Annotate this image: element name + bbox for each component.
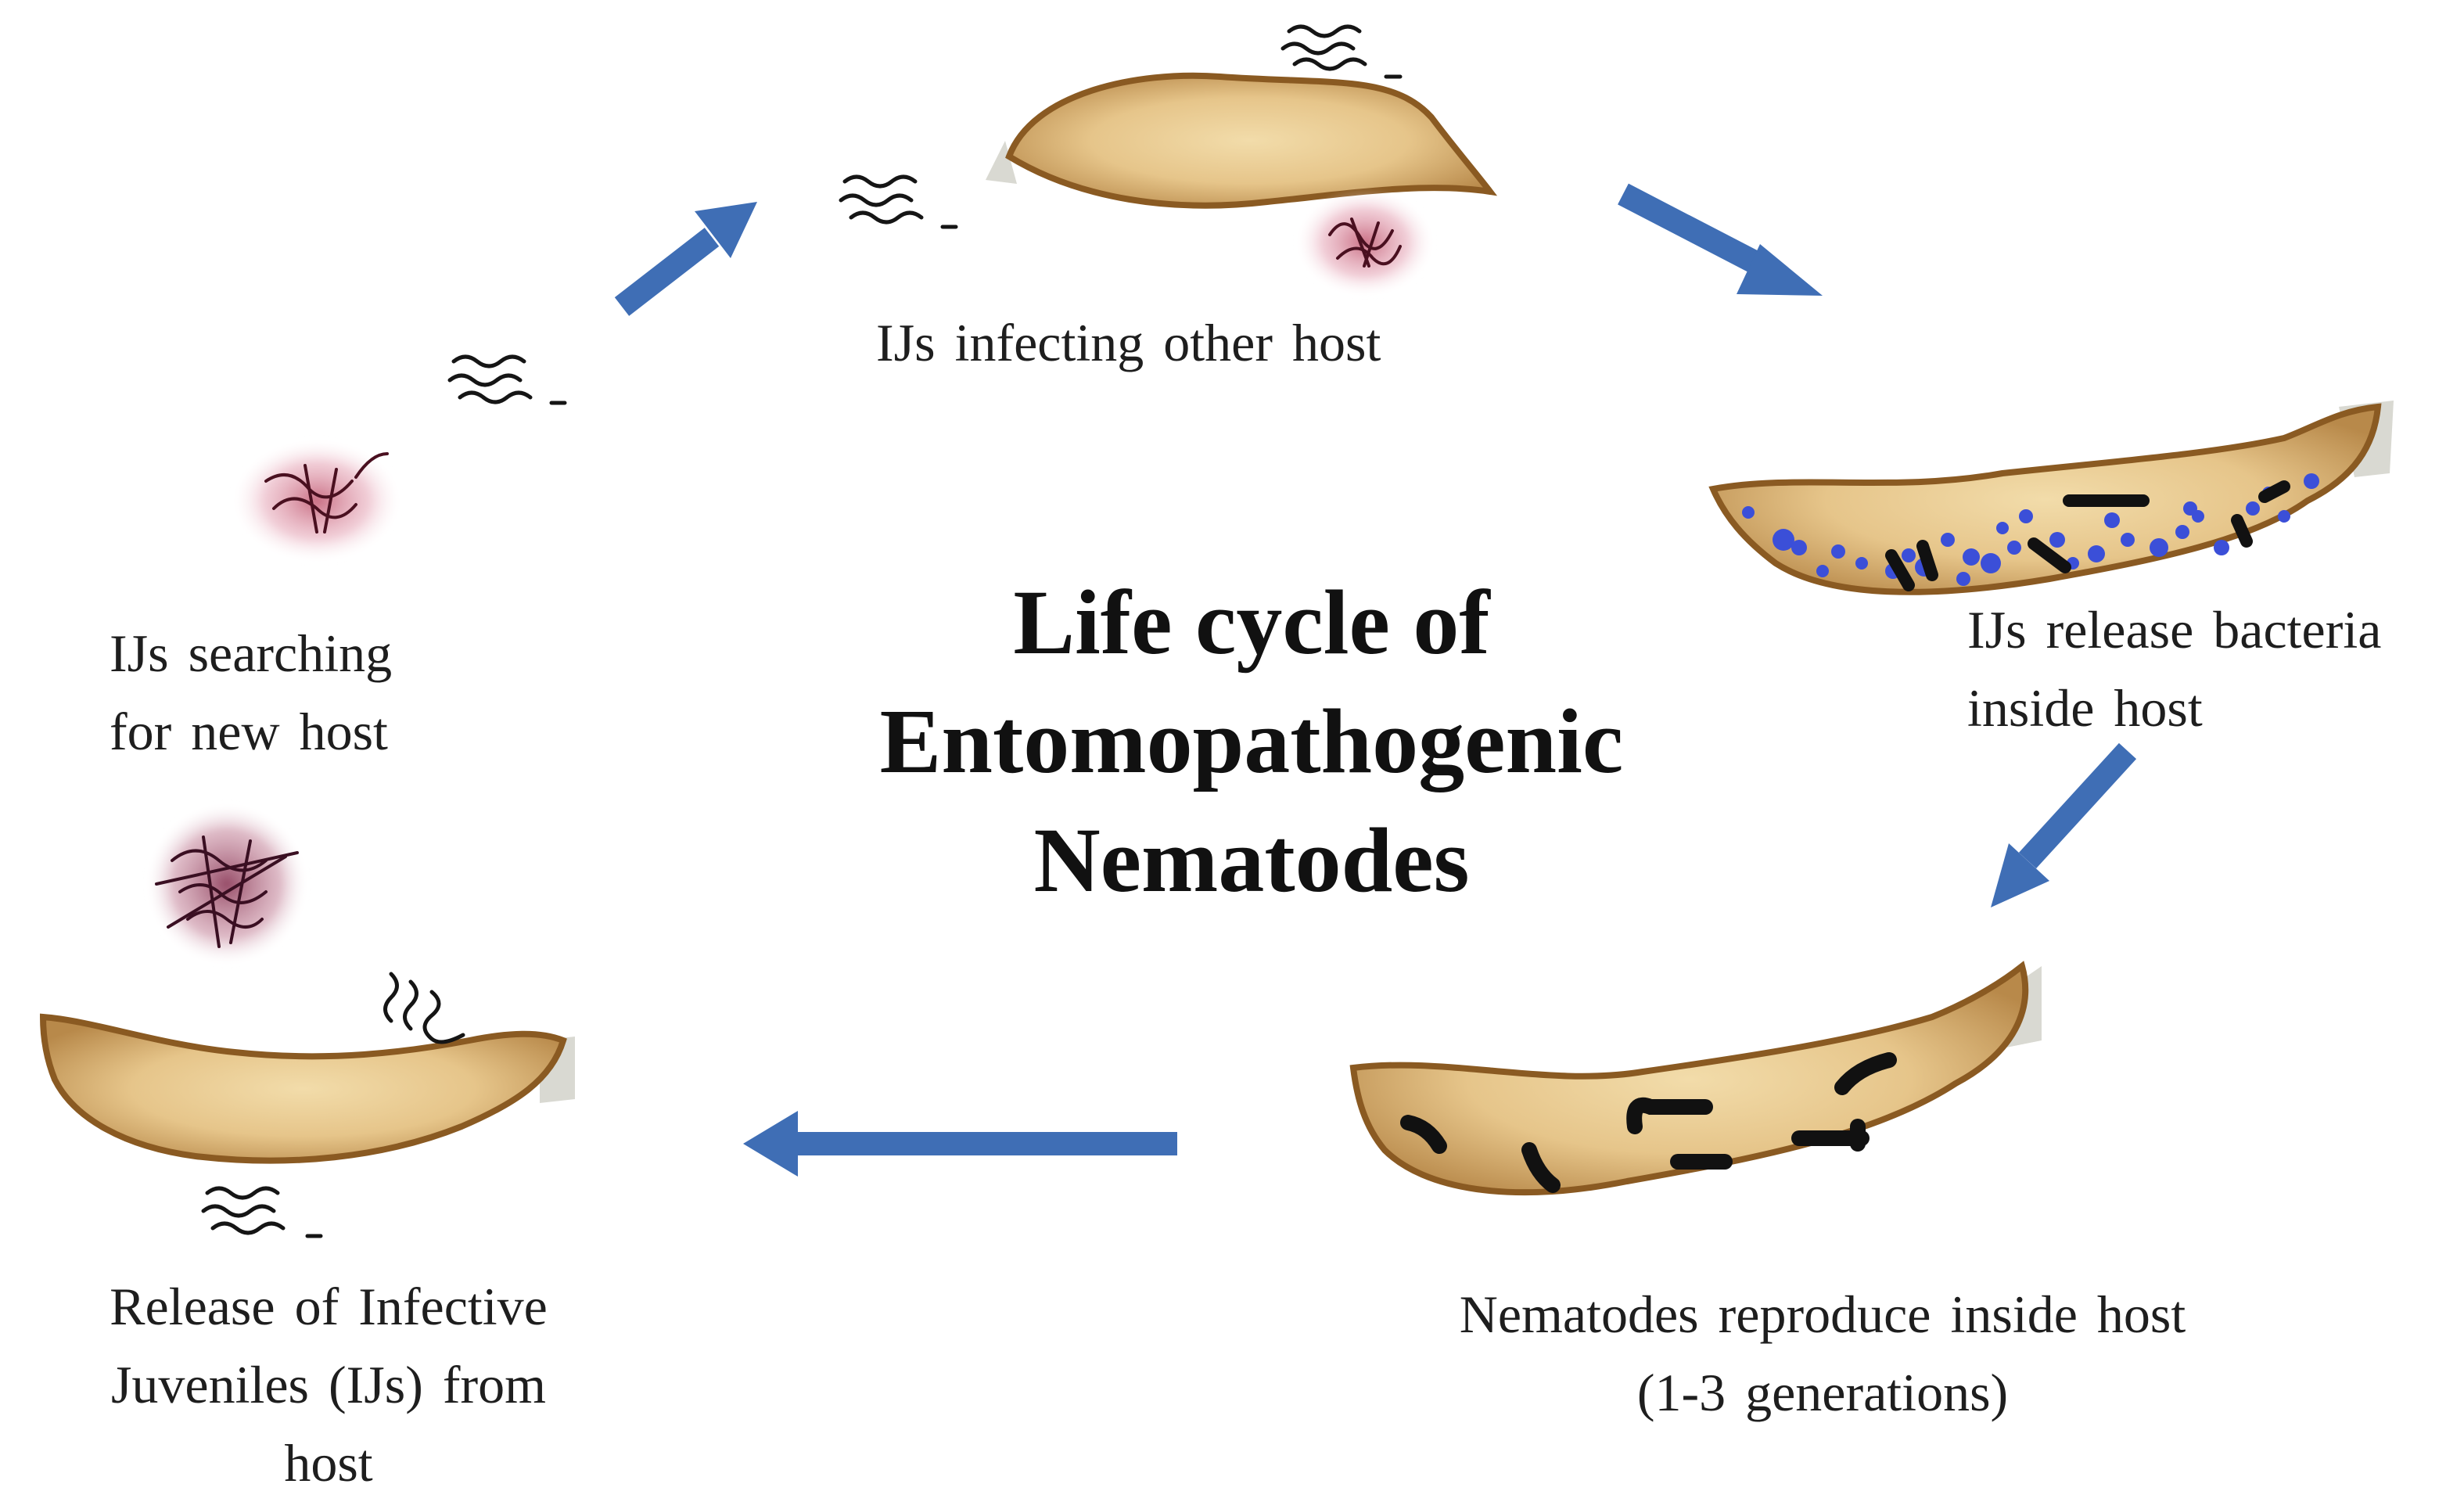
infection-spot-searching xyxy=(231,438,403,563)
larva-body xyxy=(1349,961,2029,1196)
bacteria-dot xyxy=(2049,532,2065,548)
arrow-searching-to-infecting xyxy=(614,202,757,316)
label-ijs-release-bacteria-line2: inside host xyxy=(1967,678,2203,738)
bacteria-dot xyxy=(1742,506,1755,519)
bacteria-dot xyxy=(1816,565,1829,577)
larva-body xyxy=(39,1013,567,1164)
diagram-title: Life cycle of Entomopathogenic Nematodes xyxy=(782,563,1721,920)
label-nematodes-reproduce: Nematodes reproduce inside host (1-3 gen… xyxy=(1373,1275,2272,1432)
bacteria-dot xyxy=(1773,529,1794,551)
label-release-ijs: Release of Infective Juveniles (IJs) fro… xyxy=(47,1267,610,1502)
bacteria-dot xyxy=(2246,501,2260,516)
bacteria-dot xyxy=(2019,509,2033,523)
label-nematodes-reproduce-line1: Nematodes reproduce inside host xyxy=(1459,1285,2186,1344)
arrow-release-bacteria-to-reproduce xyxy=(1991,742,2137,907)
nematodes-bottom-left-lower xyxy=(201,1186,323,1238)
larva-bottom-right xyxy=(1349,961,2042,1196)
nematodes-inside-right xyxy=(1885,480,2290,591)
nematodes-bottom-left-upper xyxy=(383,972,465,1044)
label-ijs-infecting-line1: IJs infecting other host xyxy=(876,313,1381,372)
bacteria-dot xyxy=(1996,522,2009,534)
bacteria-dot xyxy=(1831,544,1845,559)
nematodes-top-left xyxy=(839,174,958,229)
label-nematodes-reproduce-line2: (1-3 generations) xyxy=(1636,1363,2009,1422)
nematodes-searching xyxy=(447,354,567,405)
infection-spot-bottom-left xyxy=(145,802,309,966)
bacteria-dot xyxy=(1963,548,1980,566)
larva-body xyxy=(1005,72,1498,209)
bacteria-dot xyxy=(2088,545,2105,562)
label-release-ijs-line1: Release of Infective xyxy=(110,1277,548,1336)
larva-head xyxy=(986,141,1017,184)
nematodes-inside-bottom xyxy=(1400,1052,1897,1193)
bacteria-dot xyxy=(1791,540,1807,555)
diagram-title-line1: Life cycle of xyxy=(1013,571,1490,674)
label-ijs-searching-line1: IJs searching xyxy=(110,623,393,683)
diagram-title-line2: Entomopathogenic xyxy=(879,690,1624,792)
label-ijs-infecting: IJs infecting other host xyxy=(876,304,1381,382)
larva-right xyxy=(1708,401,2394,595)
label-release-ijs-line3: host xyxy=(284,1433,373,1493)
bacteria-dot xyxy=(2214,540,2229,555)
bacteria-dot xyxy=(1941,533,1955,547)
larva-bottom-left xyxy=(39,1013,575,1164)
larva-body xyxy=(1708,403,2382,595)
infection-spot-top xyxy=(1295,188,1435,297)
diagram-title-line3: Nematodes xyxy=(1033,809,1470,911)
bacteria-dot xyxy=(2304,473,2319,489)
label-ijs-release-bacteria-line1: IJs release bacteria xyxy=(1967,600,2382,659)
bacteria-dot xyxy=(2150,538,2168,557)
label-ijs-searching: IJs searching for new host xyxy=(110,614,392,771)
bacteria-dot xyxy=(2121,533,2135,547)
bacteria-dot xyxy=(1902,548,1916,562)
bacteria-dot xyxy=(1855,557,1868,570)
bacteria-dot xyxy=(2278,510,2290,523)
bacteria-dot xyxy=(2007,541,2021,555)
label-ijs-searching-line2: for new host xyxy=(110,702,388,761)
bacteria-dot xyxy=(2175,525,2189,539)
nematodes-top-right xyxy=(1280,24,1403,79)
label-ijs-release-bacteria: IJs release bacteria inside host xyxy=(1967,591,2381,747)
bacteria-dot xyxy=(2104,512,2120,528)
arrow-reproduce-to-release-ijs xyxy=(743,1111,1177,1177)
label-release-ijs-line2: Juveniles (IJs) from xyxy=(110,1355,547,1414)
bacteria-dot xyxy=(1956,572,1970,586)
arrow-infecting-to-release-bacteria xyxy=(1618,183,1823,296)
bacteria-dot xyxy=(1981,553,2001,573)
bacteria-dot xyxy=(2183,501,2197,516)
larva-top xyxy=(986,72,1498,209)
